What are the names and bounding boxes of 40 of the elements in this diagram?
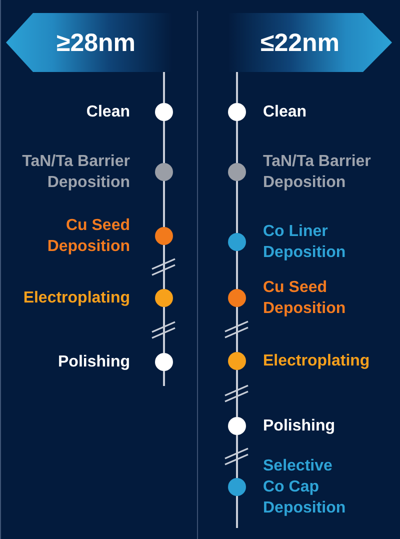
timeline-line <box>236 72 238 103</box>
timeline-dot <box>155 353 173 371</box>
timeline-line <box>236 181 238 233</box>
timeline-line <box>236 435 238 478</box>
timeline-line <box>163 245 165 289</box>
step-label: Selective Co Cap Deposition <box>263 456 347 518</box>
timeline-line <box>236 496 238 528</box>
step-label: Electroplating <box>263 352 371 372</box>
timeline-dot <box>155 227 173 245</box>
step-label: TaN/Ta Barrier Deposition <box>263 152 372 193</box>
timeline-dot <box>228 352 246 370</box>
step-label: Co Liner Deposition <box>263 222 347 263</box>
timeline-dot <box>228 233 246 251</box>
timeline-line <box>163 371 165 386</box>
timeline-line <box>236 251 238 289</box>
timeline-line <box>163 307 165 353</box>
timeline-line <box>163 72 165 103</box>
timeline-dot <box>228 417 246 435</box>
timeline-dot <box>155 289 173 307</box>
step-label: Polishing <box>263 416 336 436</box>
timeline-line <box>236 307 238 352</box>
step-label: Polishing <box>57 352 130 372</box>
step-label: TaN/Ta Barrier Deposition <box>21 152 130 193</box>
timeline-dot <box>228 163 246 181</box>
timeline-dot <box>228 103 246 121</box>
timeline-dot <box>228 478 246 496</box>
timeline-line <box>236 121 238 163</box>
step-label: Cu Seed Deposition <box>46 216 130 257</box>
timeline-dot <box>155 103 173 121</box>
step-label: Cu Seed Deposition <box>263 278 347 319</box>
header-label: ≤22nm <box>260 28 340 58</box>
header-label: ≥28nm <box>56 28 136 58</box>
step-label: Clean <box>263 102 308 122</box>
step-label: Clean <box>85 102 130 122</box>
timeline-line <box>163 181 165 227</box>
timeline-line <box>236 370 238 417</box>
timeline-line <box>163 121 165 163</box>
timeline-dot <box>228 289 246 307</box>
timeline-dot <box>155 163 173 181</box>
step-label: Electroplating <box>22 288 130 308</box>
